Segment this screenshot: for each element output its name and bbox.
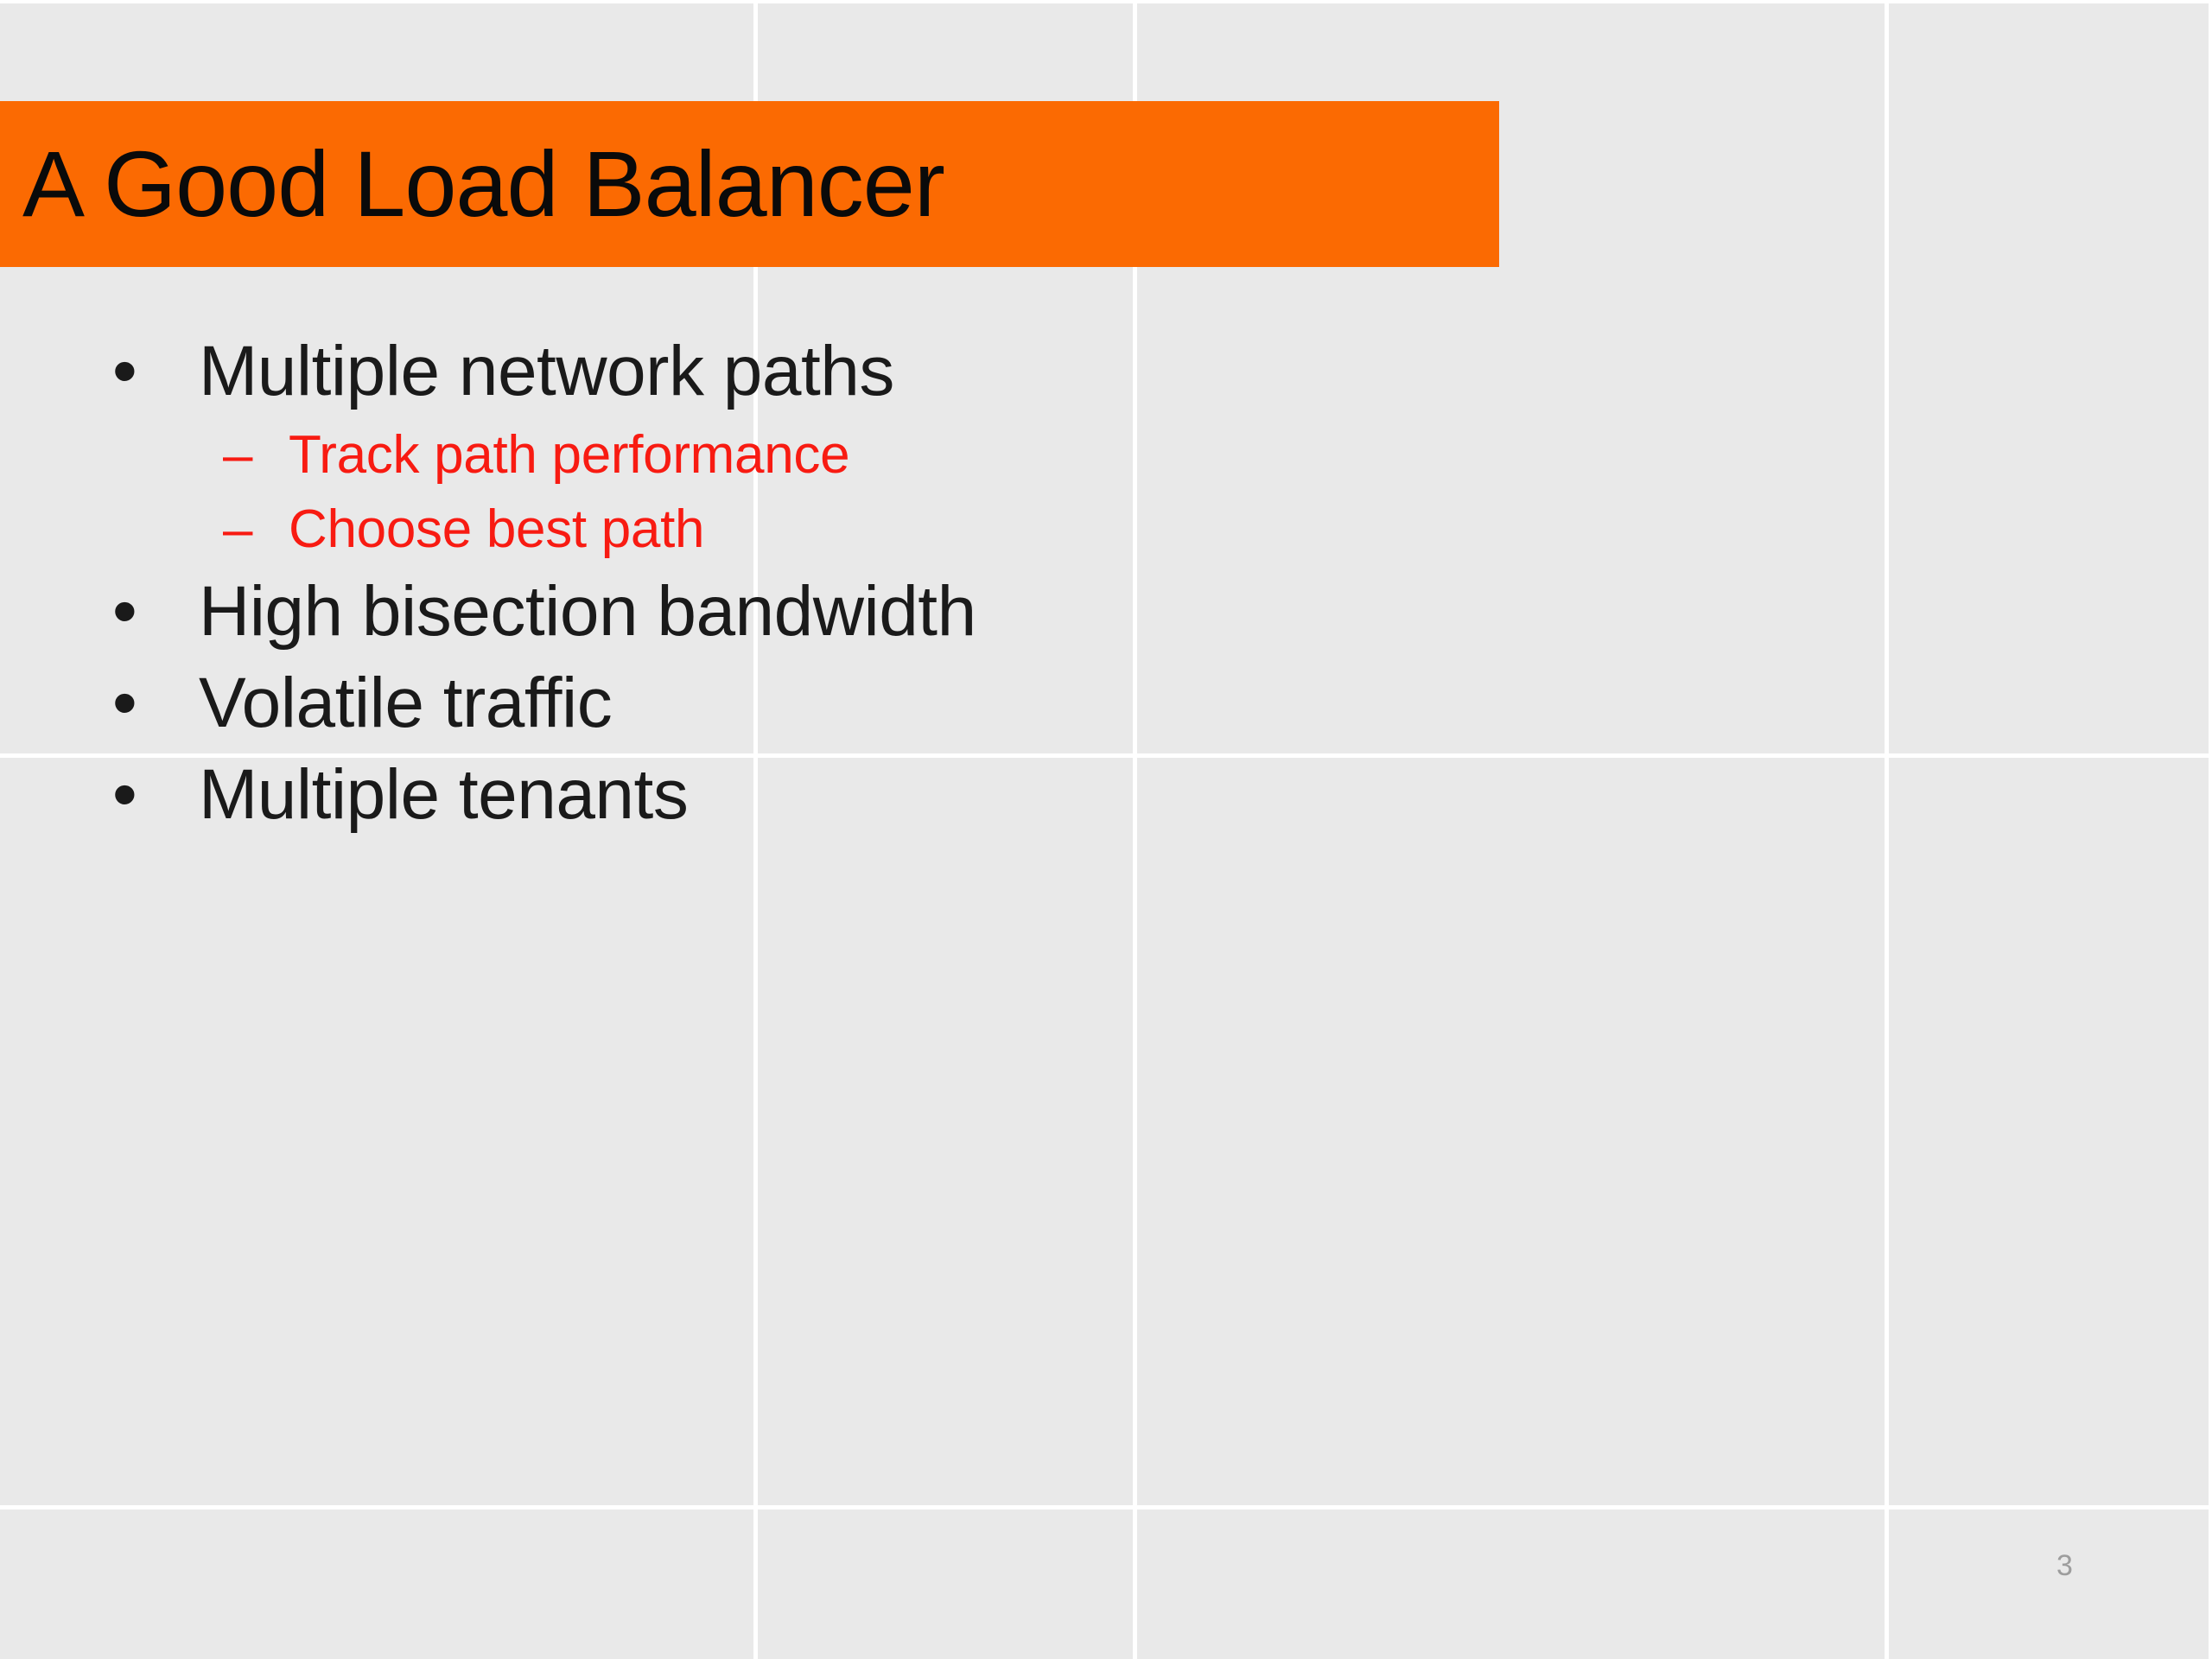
bullet-label: High bisection bandwidth	[199, 571, 976, 651]
sub-bullet-label: Choose best path	[289, 499, 705, 559]
grid-line-vertical-right-edge	[2209, 0, 2212, 1659]
bullet-label: Multiple network paths	[199, 332, 894, 410]
bullet-item: • Multiple network paths	[0, 328, 2212, 415]
grid-line-vertical-2	[1133, 0, 1137, 1659]
bullet-item: • Multiple tenants	[0, 752, 2212, 838]
bullet-item: • Volatile traffic	[0, 660, 2212, 747]
bullet-marker-dot-icon: •	[112, 571, 137, 651]
grid-line-horizontal-top	[0, 0, 2212, 3]
grid-line-vertical-1	[753, 0, 758, 1659]
title-banner: A Good Load Balancer	[0, 101, 1499, 267]
grid-line-vertical-3	[1885, 0, 1889, 1659]
bullet-marker-dash-icon: –	[223, 425, 253, 486]
bullet-item: • High bisection bandwidth	[0, 569, 2212, 655]
bullet-marker-dash-icon: –	[223, 499, 253, 559]
bullet-marker-dot-icon: •	[112, 332, 137, 410]
slide-title: A Good Load Balancer	[22, 131, 945, 236]
bullet-list: • Multiple network paths – Track path pe…	[0, 328, 2212, 843]
slide-number: 3	[2056, 1549, 2073, 1582]
sub-bullet-item: – Choose best path	[0, 494, 2212, 565]
bullet-marker-dot-icon: •	[112, 754, 137, 834]
sub-bullet-item: – Track path performance	[0, 420, 2212, 491]
grid-line-horizontal-1	[0, 753, 2212, 758]
bullet-label: Volatile traffic	[199, 663, 613, 742]
grid-line-horizontal-2	[0, 1505, 2212, 1510]
bullet-marker-dot-icon: •	[112, 663, 137, 742]
bullet-label: Multiple tenants	[199, 754, 689, 834]
sub-bullet-label: Track path performance	[289, 425, 850, 486]
